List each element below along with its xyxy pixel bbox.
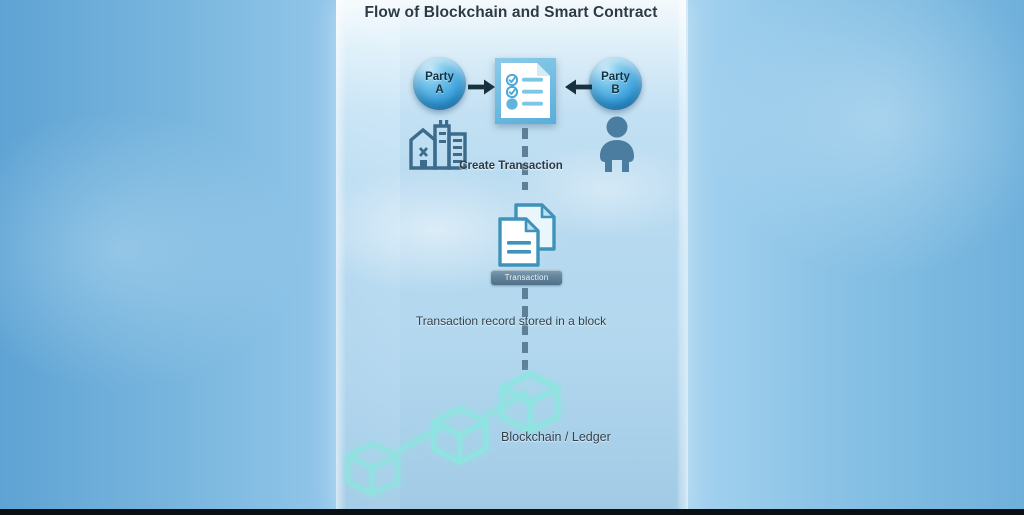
background-left-gradient <box>0 0 400 515</box>
label-blockchain-ledger: Blockchain / Ledger <box>501 430 611 444</box>
label-stored-in-block: Transaction record stored in a block <box>415 314 607 328</box>
connector-contract-to-transaction <box>522 128 528 190</box>
background-right-gradient <box>679 0 1024 515</box>
factory-icon <box>409 118 471 170</box>
arrow-right-icon <box>468 78 496 96</box>
smart-contract-checklist-icon <box>501 63 550 118</box>
party-a-node: Party A <box>413 57 466 110</box>
party-b-label-line2: B <box>611 83 620 96</box>
smart-contract-node <box>495 58 556 124</box>
diagram-title: Flow of Blockchain and Smart Contract <box>364 4 658 21</box>
person-icon <box>597 116 637 172</box>
connector-transaction-to-blockchain <box>522 288 528 370</box>
cube-chain-icon <box>336 360 686 500</box>
party-b-node: Party B <box>589 57 642 110</box>
stacked-documents-icon <box>496 203 558 267</box>
bottom-letterbox-bar <box>0 509 1024 515</box>
transaction-chip: Transaction <box>491 270 562 285</box>
transaction-chip-label: Transaction <box>504 273 549 282</box>
party-a-label-line1: Party <box>425 71 454 84</box>
label-create-transaction: Create Transaction <box>459 160 563 172</box>
arrow-left-icon <box>564 78 592 96</box>
party-a-label-line2: A <box>435 83 444 96</box>
party-b-label-line1: Party <box>601 71 630 84</box>
